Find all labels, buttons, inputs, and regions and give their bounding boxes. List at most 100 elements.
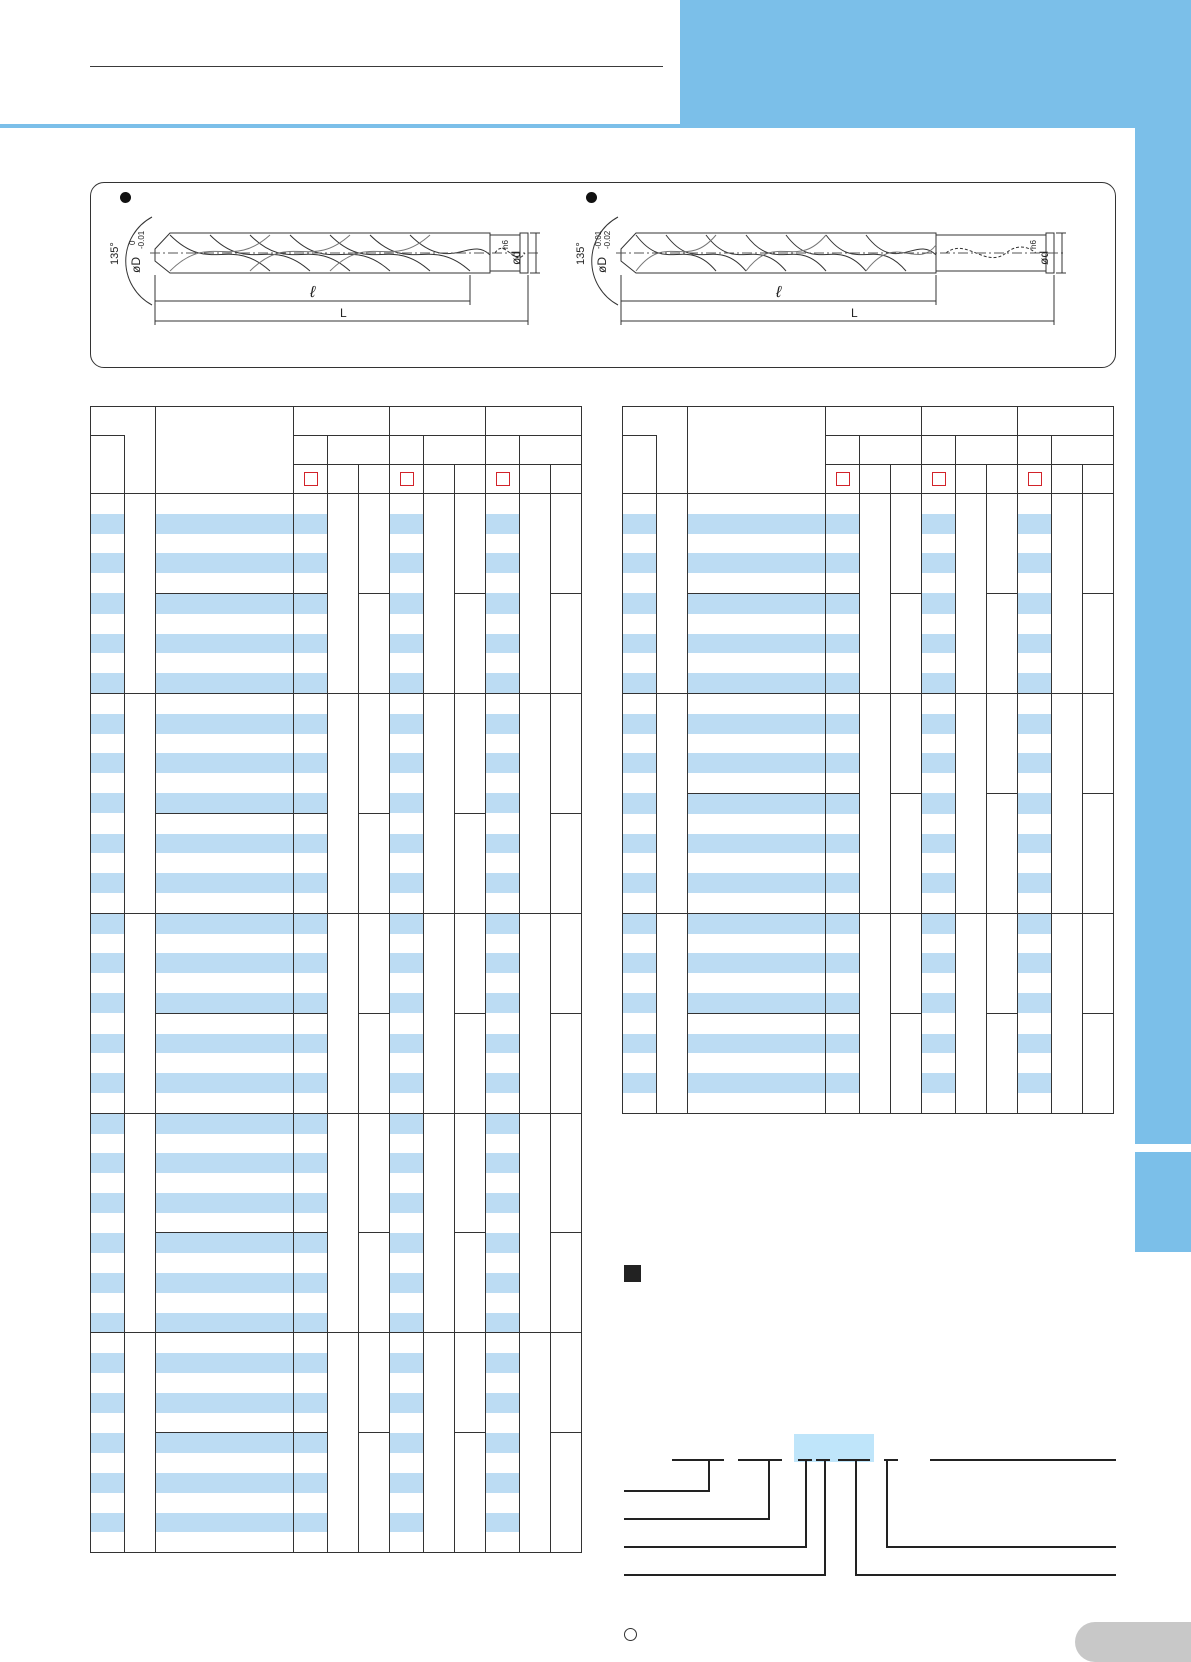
table-row: [90, 713, 582, 734]
drill-drawing-left: 135° øD 0 -0.01 ød h6 ℓ L: [109, 216, 540, 325]
table-row: [90, 1353, 582, 1374]
svg-text:ød: ød: [1037, 251, 1051, 265]
table-row: [90, 912, 582, 934]
table-row: [90, 1092, 582, 1114]
table-row: [90, 1273, 582, 1293]
table-row: [90, 733, 582, 754]
svg-text:L: L: [851, 306, 858, 320]
leader-line: [624, 1574, 826, 1576]
table-row: [90, 1253, 582, 1274]
table-row: [90, 833, 582, 854]
table-row: [90, 892, 582, 914]
table-row: [622, 933, 1114, 954]
checkbox-icon: [495, 472, 510, 486]
svg-text:-0.02: -0.02: [603, 230, 612, 249]
svg-text:135°: 135°: [109, 242, 121, 265]
table-row: [622, 553, 1114, 574]
table-row: [90, 792, 582, 814]
table-row: [90, 773, 582, 793]
table-row: [622, 692, 1114, 714]
table-row: [622, 493, 1114, 514]
svg-text:ød: ød: [509, 251, 523, 265]
side-index-tab-lower: [1135, 1152, 1191, 1252]
table-row: [90, 633, 582, 654]
table-row: [90, 1492, 582, 1513]
leader-line: [886, 1546, 1116, 1548]
table-header-row: [622, 464, 1114, 494]
code-segment-1: [672, 1459, 724, 1461]
table-header-row: [90, 435, 582, 465]
filled-square-icon: [624, 1265, 641, 1282]
table-row: [622, 912, 1114, 934]
table-header-row: [622, 406, 1114, 436]
table-row: [90, 1232, 582, 1254]
table-row: [90, 592, 582, 614]
svg-text:h6: h6: [501, 240, 510, 249]
table-row: [90, 1512, 582, 1533]
table-row: [622, 892, 1114, 914]
bullet-dot-icon: [120, 192, 131, 203]
drawing-panel: [90, 182, 1116, 368]
svg-text:135°: 135°: [575, 242, 587, 265]
checkbox-icon: [303, 472, 318, 486]
table-row: [90, 1192, 582, 1213]
table-row: [90, 573, 582, 594]
table-row: [90, 1392, 582, 1413]
table-row: [622, 1092, 1114, 1114]
table-row: [90, 692, 582, 714]
table-row: [622, 753, 1114, 774]
table-row: [622, 1073, 1114, 1093]
table-row: [90, 1112, 582, 1134]
leader-line: [624, 1518, 770, 1520]
table-header-row: [622, 435, 1114, 465]
svg-text:-0.01: -0.01: [594, 230, 603, 249]
table-row: [90, 1173, 582, 1193]
table-row: [90, 953, 582, 974]
code-segment-4: [816, 1459, 830, 1461]
table-row: [622, 653, 1114, 674]
table-row: [90, 873, 582, 893]
code-segment-5: [838, 1459, 870, 1461]
checkbox-icon: [1027, 472, 1042, 486]
table-row: [622, 613, 1114, 634]
circle-mark-icon: [624, 1628, 637, 1641]
table-row: [90, 1053, 582, 1074]
table-row: [90, 1133, 582, 1154]
table-header-row: [90, 406, 582, 436]
table-row: [622, 873, 1114, 893]
side-index-tab: [1135, 124, 1191, 1144]
table-row: [90, 1373, 582, 1393]
table-row: [622, 833, 1114, 854]
svg-text:øD: øD: [129, 257, 143, 273]
svg-text:ℓ: ℓ: [309, 284, 316, 301]
code-highlight-box: [794, 1434, 874, 1462]
table-row: [622, 992, 1114, 1014]
leader-line: [855, 1574, 1116, 1576]
table-row: [622, 673, 1114, 694]
leader-line: [886, 1459, 888, 1547]
spec-table: [622, 406, 1114, 1114]
table-row: [90, 613, 582, 634]
page-number-tab: [1075, 1622, 1191, 1662]
code-segment-7: [930, 1459, 1116, 1461]
table-row: [622, 973, 1114, 993]
table-row: [622, 792, 1114, 814]
table-row: [90, 973, 582, 993]
checkbox-icon: [399, 472, 414, 486]
header-accent-strip: [0, 124, 1135, 128]
table-row: [90, 1033, 582, 1054]
checkbox-icon: [931, 472, 946, 486]
leader-line: [768, 1459, 770, 1519]
bullet-dot-icon: [586, 192, 597, 203]
leader-line: [855, 1459, 857, 1575]
table-row: [90, 553, 582, 574]
svg-text:L: L: [340, 306, 347, 320]
table-row: [622, 853, 1114, 874]
table-row: [90, 1073, 582, 1093]
table-row: [622, 513, 1114, 534]
leader-line: [624, 1546, 807, 1548]
header-accent-block: [680, 0, 1191, 124]
table-row: [90, 1532, 582, 1554]
table-row: [90, 1012, 582, 1034]
svg-text:0: 0: [128, 240, 137, 245]
